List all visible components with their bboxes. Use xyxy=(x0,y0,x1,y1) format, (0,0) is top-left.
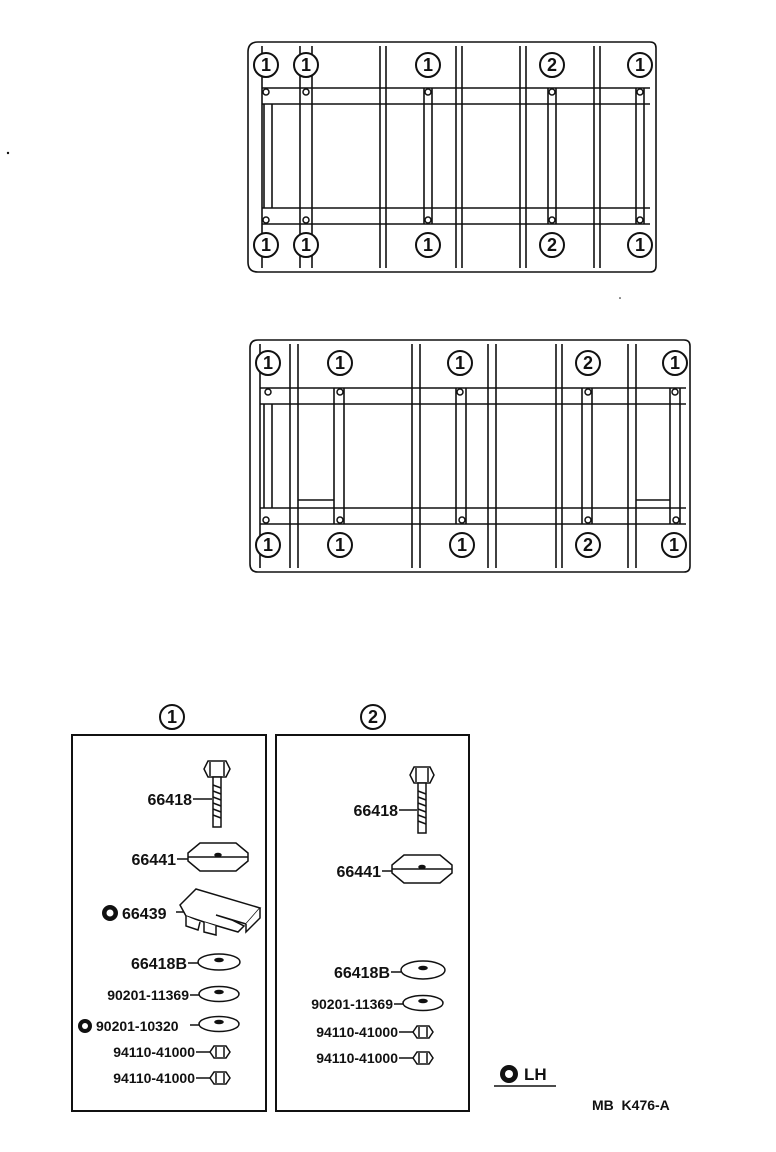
marker-label: 1 xyxy=(261,55,271,75)
marker-callout: 1 xyxy=(415,216,441,258)
nut-icon xyxy=(412,1051,434,1065)
marker-label: 2 xyxy=(547,235,557,255)
marker-callout: 1 xyxy=(415,52,441,96)
washer-icon xyxy=(198,1015,240,1033)
marker-label: 1 xyxy=(635,55,645,75)
bracket-icon xyxy=(179,888,262,936)
marker-callout: 2 xyxy=(539,52,565,96)
marker-label: 1 xyxy=(301,235,311,255)
marker-label: 2 xyxy=(583,535,593,555)
kit-1: 1 66418 66441 66439 xyxy=(71,704,267,1112)
cushion-plate-icon xyxy=(391,854,453,884)
marker-label: 1 xyxy=(670,353,680,373)
marker-label: 1 xyxy=(263,353,273,373)
scan-speck xyxy=(6,151,10,155)
part-number: 66439 xyxy=(122,906,167,923)
kit-number: 1 xyxy=(167,707,177,727)
legend: LH xyxy=(494,1065,556,1087)
scan-speck xyxy=(619,297,621,299)
marker-callout: 1 xyxy=(253,216,279,258)
part-number: 90201-10320 xyxy=(96,1018,179,1034)
marker-label: 1 xyxy=(301,55,311,75)
marker-callout: 1 xyxy=(627,216,653,258)
marker-label: 1 xyxy=(261,235,271,255)
part-number: 66418 xyxy=(354,803,399,820)
frame-bottom xyxy=(249,339,691,573)
marker-callout: 1 xyxy=(293,216,319,258)
kit-2: 2 66418 66441 66418B 90201-11369 xyxy=(275,704,470,1112)
marker-label: 1 xyxy=(457,535,467,555)
marker-callout: 2 xyxy=(539,216,565,258)
kit-box xyxy=(275,734,470,1112)
frame-top xyxy=(247,41,657,273)
marker-label: 1 xyxy=(669,535,679,555)
marker-label: 2 xyxy=(547,55,557,75)
marker-callout: 1 xyxy=(255,516,281,558)
marker-callout: 1 xyxy=(253,52,279,96)
kit-number-circle xyxy=(360,704,386,730)
frame-bottom-markers: 1 1 1 2 1 1 1 1 2 1 xyxy=(255,350,688,558)
kit-number-circle xyxy=(159,704,185,730)
nut-icon xyxy=(412,1025,434,1039)
bolt-icon xyxy=(203,760,231,828)
washer-icon xyxy=(402,994,444,1012)
nut-icon xyxy=(209,1071,231,1085)
part-number: 66441 xyxy=(132,852,177,869)
kit-box xyxy=(71,734,267,1112)
marker-label: 1 xyxy=(335,535,345,555)
part-number: 66441 xyxy=(337,864,382,881)
washer-icon xyxy=(400,960,446,980)
part-number: 94110-41000 xyxy=(316,1024,398,1040)
part-number: 66418B xyxy=(131,956,187,973)
part-number: 94110-41000 xyxy=(316,1050,398,1066)
bolt-icon xyxy=(409,766,435,834)
kit-number: 2 xyxy=(368,707,378,727)
nut-icon xyxy=(209,1045,231,1059)
marker-label: 1 xyxy=(635,235,645,255)
part-number: 66418 xyxy=(148,792,193,809)
part-number: 90201-11369 xyxy=(107,987,189,1003)
cushion-plate-icon xyxy=(187,842,249,872)
marker-label: 1 xyxy=(335,353,345,373)
marker-callout: 1 xyxy=(662,350,688,396)
part-number: 94110-41000 xyxy=(113,1070,195,1086)
marker-callout: 1 xyxy=(627,52,653,96)
marker-callout: 1 xyxy=(255,350,281,396)
marker-label: 1 xyxy=(423,235,433,255)
marker-callout: 1 xyxy=(661,516,687,558)
part-number: 94110-41000 xyxy=(113,1044,195,1060)
marker-label: 1 xyxy=(263,535,273,555)
marker-callout: 1 xyxy=(447,350,473,396)
marker-callout: 1 xyxy=(327,350,353,396)
washer-icon xyxy=(198,985,240,1003)
part-number: 90201-11369 xyxy=(311,996,393,1012)
marker-label: 2 xyxy=(583,353,593,373)
marker-label: 1 xyxy=(455,353,465,373)
marker-callout: 2 xyxy=(575,350,601,396)
marker-callout: 1 xyxy=(327,516,353,558)
marker-callout: 2 xyxy=(575,516,601,558)
frame-top-markers: 1 1 1 2 1 1 1 1 2 1 xyxy=(253,52,653,258)
diagram-code: MB K476-A xyxy=(592,1097,670,1113)
part-number: 66418B xyxy=(334,965,390,982)
marker-callout: 1 xyxy=(293,52,319,96)
marker-label: 1 xyxy=(423,55,433,75)
washer-icon xyxy=(197,953,241,971)
legend-label: LH xyxy=(524,1065,547,1084)
marker-callout: 1 xyxy=(449,516,475,558)
